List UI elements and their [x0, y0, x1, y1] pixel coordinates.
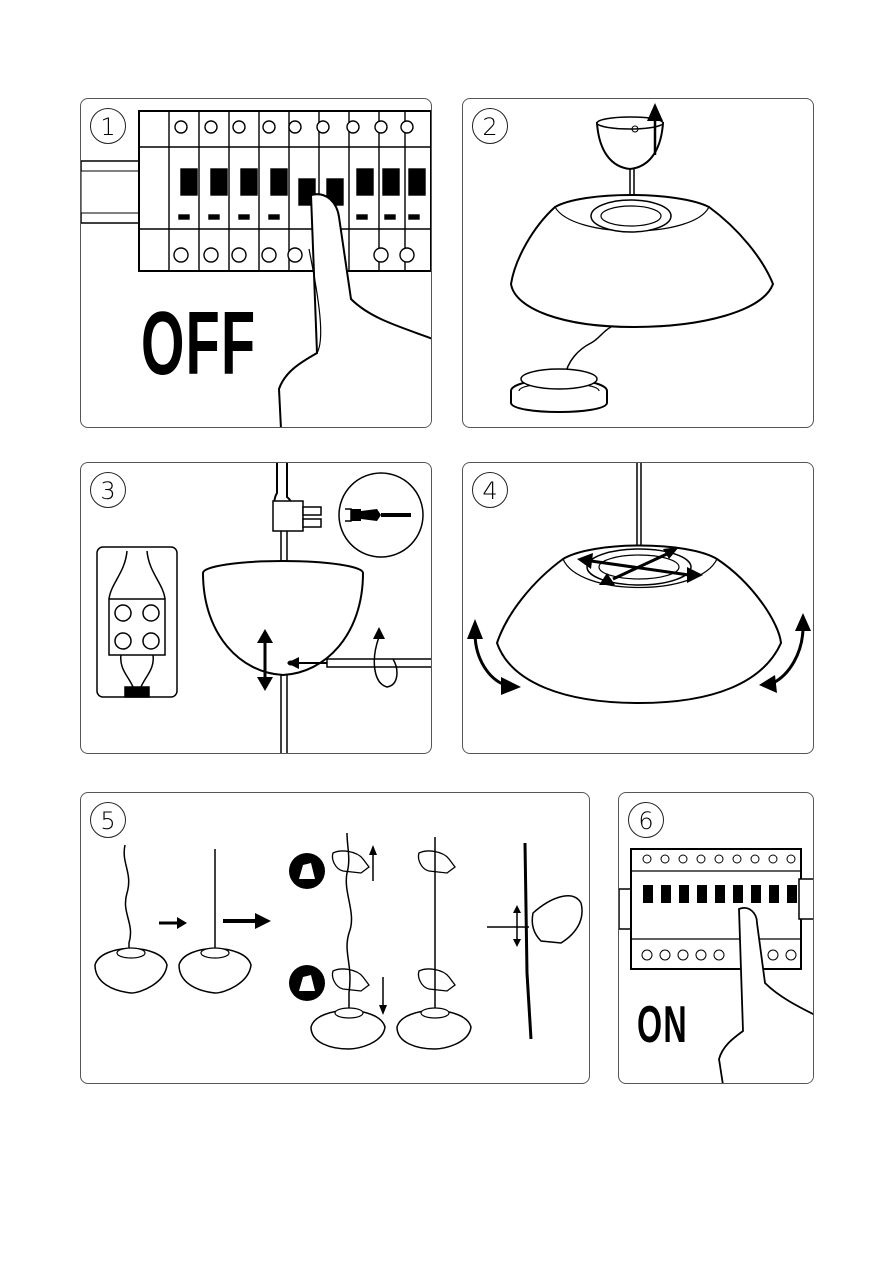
- breaker-illustration: [81, 99, 432, 428]
- wiring-illustration: [81, 463, 432, 754]
- height-adjust-illustration: [81, 793, 590, 1084]
- step-3-panel: 3: [80, 462, 432, 754]
- step-2-panel: 2: [462, 98, 814, 428]
- step-number: 6: [628, 802, 664, 838]
- step-5-panel: 5: [80, 792, 590, 1084]
- ceiling-canopy-icon: [597, 123, 663, 169]
- step-4-panel: 4: [462, 462, 814, 754]
- step-number: 1: [90, 108, 126, 144]
- step-number: 3: [90, 472, 126, 508]
- off-label: OFF: [141, 299, 256, 389]
- step-number: 2: [472, 108, 508, 144]
- step-6-panel: 6 ON: [618, 792, 814, 1084]
- on-label: ON: [637, 999, 688, 1051]
- up-arrow-icon: [647, 103, 663, 121]
- step-number: 4: [472, 472, 508, 508]
- step-1-panel: 1 OFF: [80, 98, 432, 428]
- lamp-illustration: [463, 99, 814, 428]
- step-number: 5: [90, 802, 126, 838]
- shade-rotate-illustration: [463, 463, 814, 754]
